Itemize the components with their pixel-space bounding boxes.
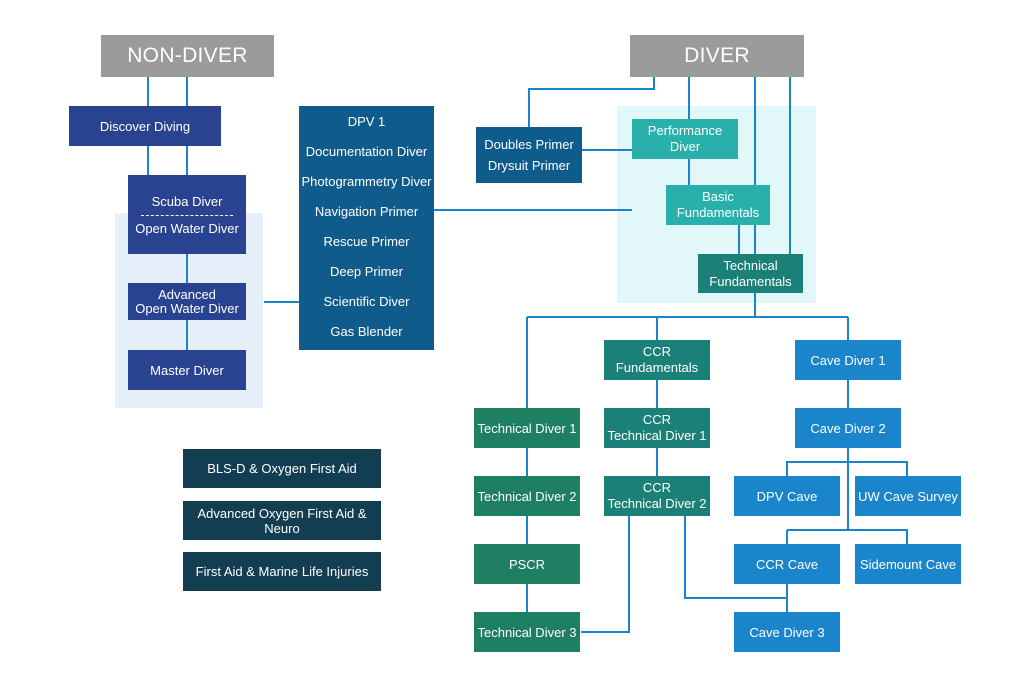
ccr-technical-diver-1-box[interactable]: CCR Technical Diver 1 xyxy=(604,408,710,448)
specialty-item[interactable]: Navigation Primer xyxy=(314,204,419,219)
first-aid-label: BLS-D & Oxygen First Aid xyxy=(207,461,357,476)
dpv-cave-label: DPV Cave xyxy=(756,488,818,504)
advanced-open-water-box[interactable]: Advanced Open Water Diver xyxy=(128,283,246,320)
discover-diving-box[interactable]: Discover Diving xyxy=(69,106,221,146)
technical-diver-3-label: Technical Diver 3 xyxy=(477,624,577,640)
advanced-line2: Open Water Diver xyxy=(135,300,239,316)
scuba-diver-label: Scuba Diver xyxy=(151,193,223,209)
specialties-list: DPV 1 Documentation Diver Photogrammetry… xyxy=(299,106,434,350)
performance-diver-box[interactable]: Performance Diver xyxy=(632,119,738,159)
first-aid-box-2[interactable]: Advanced Oxygen First Aid & Neuro xyxy=(183,501,381,540)
cave-diver-2-box[interactable]: Cave Diver 2 xyxy=(795,408,901,448)
technical-fund-line2: Fundamentals xyxy=(709,273,792,289)
discover-diving-label: Discover Diving xyxy=(99,118,191,134)
ccr-fund-line2: Fundamentals xyxy=(615,360,699,375)
cave-diver-3-box[interactable]: Cave Diver 3 xyxy=(734,612,840,652)
ccr-td2-line2: Technical Diver 2 xyxy=(607,496,707,511)
connector xyxy=(787,529,908,544)
technical-diver-2-box[interactable]: Technical Diver 2 xyxy=(474,476,580,516)
technical-diver-3-box[interactable]: Technical Diver 3 xyxy=(474,612,580,652)
sidemount-cave-box[interactable]: Sidemount Cave xyxy=(855,544,961,584)
dashed-separator xyxy=(141,214,233,216)
connector xyxy=(581,516,630,633)
connector xyxy=(786,461,908,476)
technical-diver-1-label: Technical Diver 1 xyxy=(477,420,577,436)
scuba-open-water-box[interactable]: Scuba Diver Open Water Diver xyxy=(128,175,246,254)
cave-diver-1-box[interactable]: Cave Diver 1 xyxy=(795,340,901,380)
ccr-cave-label: CCR Cave xyxy=(755,556,819,572)
ccr-cave-box[interactable]: CCR Cave xyxy=(734,544,840,584)
open-water-diver-label: Open Water Diver xyxy=(135,220,239,236)
specialty-item[interactable]: Rescue Primer xyxy=(323,234,410,249)
advanced-line1: Advanced xyxy=(158,286,216,302)
connector xyxy=(684,516,787,599)
performance-line2: Diver xyxy=(669,139,701,154)
ccr-td1-line2: Technical Diver 1 xyxy=(607,428,707,443)
sidemount-cave-label: Sidemount Cave xyxy=(859,556,957,572)
technical-diver-1-box[interactable]: Technical Diver 1 xyxy=(474,408,580,448)
specialty-item[interactable]: DPV 1 xyxy=(347,114,386,129)
drysuit-primer-label: Drysuit Primer xyxy=(487,158,571,173)
specialty-item[interactable]: Photogrammetry Diver xyxy=(301,174,432,189)
basic-line1: Basic xyxy=(702,189,734,204)
pscr-box[interactable]: PSCR xyxy=(474,544,580,584)
first-aid-label: First Aid & Marine Life Injuries xyxy=(195,564,369,579)
non-diver-header[interactable]: NON-DIVER xyxy=(101,35,274,77)
basic-line2: Fundamentals xyxy=(676,205,760,220)
performance-line1: Performance xyxy=(647,123,723,138)
technical-diver-2-label: Technical Diver 2 xyxy=(477,488,577,504)
cave-diver-3-label: Cave Diver 3 xyxy=(749,624,825,640)
uw-cave-survey-label: UW Cave Survey xyxy=(858,488,958,504)
connector xyxy=(528,77,655,127)
uw-cave-survey-box[interactable]: UW Cave Survey xyxy=(855,476,961,516)
cave-diver-1-label: Cave Diver 1 xyxy=(810,352,886,368)
master-diver-label: Master Diver xyxy=(150,362,224,378)
ccr-td2-line1: CCR xyxy=(642,480,672,495)
ccr-technical-diver-2-box[interactable]: CCR Technical Diver 2 xyxy=(604,476,710,516)
first-aid-box-3[interactable]: First Aid & Marine Life Injuries xyxy=(183,552,381,591)
first-aid-box-1[interactable]: BLS-D & Oxygen First Aid xyxy=(183,449,381,488)
specialty-item[interactable]: Deep Primer xyxy=(330,264,403,279)
diver-header[interactable]: DIVER xyxy=(630,35,804,77)
doubles-primer-label: Doubles Primer xyxy=(484,137,574,152)
specialty-item[interactable]: Gas Blender xyxy=(330,324,403,339)
basic-fundamentals-box[interactable]: Basic Fundamentals xyxy=(666,185,770,225)
cave-diver-2-label: Cave Diver 2 xyxy=(810,420,886,436)
doubles-drysuit-primer-box[interactable]: Doubles Primer Drysuit Primer xyxy=(476,127,582,183)
technical-fundamentals-box[interactable]: Technical Fundamentals xyxy=(698,254,803,293)
master-diver-box[interactable]: Master Diver xyxy=(128,350,246,390)
specialty-item[interactable]: Scientific Diver xyxy=(323,294,410,309)
ccr-fund-line1: CCR xyxy=(642,344,672,359)
specialty-item[interactable]: Documentation Diver xyxy=(305,144,428,159)
pscr-label: PSCR xyxy=(508,556,546,572)
dpv-cave-box[interactable]: DPV Cave xyxy=(734,476,840,516)
ccr-td1-line1: CCR xyxy=(642,412,672,427)
technical-fund-line1: Technical xyxy=(723,257,778,273)
ccr-fundamentals-box[interactable]: CCR Fundamentals xyxy=(604,340,710,380)
first-aid-label: Advanced Oxygen First Aid & Neuro xyxy=(197,505,367,536)
